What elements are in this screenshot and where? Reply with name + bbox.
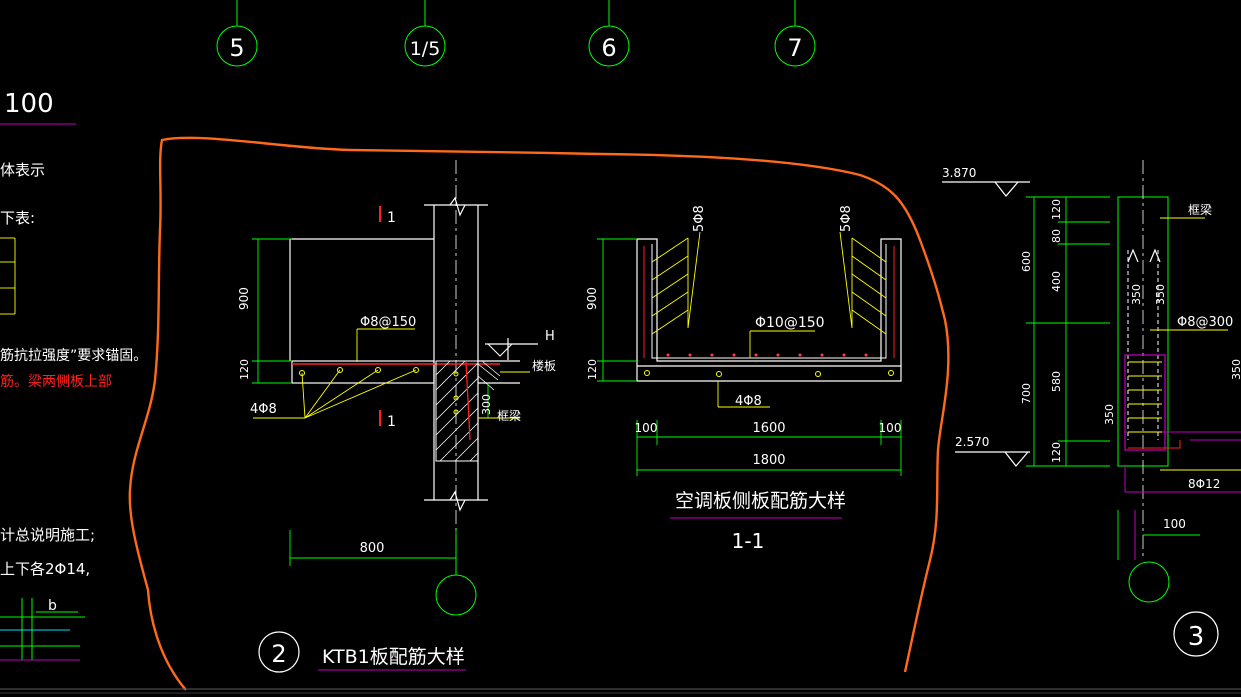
right-label-beam: 框梁 [1188,202,1212,217]
ktb1-dim-800: 800 [360,541,385,556]
axis-bubble-6 [588,25,630,67]
right-rebar-2: 8Φ12 [1188,477,1220,491]
section-mark-bottom: 1 [387,414,396,430]
side-dim-900: 900 [585,287,599,310]
right-title-num: 3 [1188,622,1205,652]
right-section-detail: 3.870 2.570 600 120 80 400 700 580 120 3… [942,160,1241,657]
side-rebar-mid: Φ10@150 [755,315,825,331]
ktb1-label-beam: 框梁 [497,408,521,423]
note-line-5: 计总说明施工; [0,526,95,544]
side-rebar-bottom: 4Φ8 [735,394,762,409]
left-notes-panel: 100 体表示 下表: 筋抗拉强度”要求锚固。 筋。梁两侧板上部 计总说明施工;… [0,89,147,661]
right-rebar-1: Φ8@300 [1177,315,1233,330]
ktb1-label-slab: 楼板 [532,358,556,373]
right-dim-600: 600 [1020,251,1033,272]
right-dim-120b: 120 [1050,442,1063,463]
axis-label-5: 5 [229,34,244,62]
ktb1-title: KTB1板配筋大样 [322,646,465,668]
axis-bubble-7 [774,25,816,67]
side-rebar-left: 5Φ8 [692,205,707,232]
beam-hatch [435,360,501,462]
axis-label-1-5: 1/5 [410,38,441,60]
right-dim-100: 100 [1163,517,1186,531]
side-subtitle: 1-1 [732,529,765,553]
right-dim-80: 80 [1050,229,1063,243]
right-title-circle [1173,611,1219,657]
elev-bottom: 2.570 [955,435,989,449]
ktb1-dim-900: 900 [237,287,251,310]
side-dim-100b: 100 [879,421,902,435]
revision-cloud [128,136,950,691]
ktb1-dim-120: 120 [238,359,251,380]
side-dim-120: 120 [586,359,599,380]
side-dim-1800: 1800 [752,453,785,468]
axis-bubble-5 [216,25,258,67]
right-dim-350b: 350 [1154,284,1167,305]
ktb1-rebar-top: Φ8@150 [360,315,416,330]
axis-bubble-1-5 [404,25,446,67]
note-line-1: 体表示 [0,161,45,179]
right-dim-580: 580 [1050,371,1063,392]
side-plate-detail: 5Φ8 5Φ8 Φ10@150 4Φ8 900 120 [585,205,902,553]
side-title: 空调板侧板配筋大样 [675,490,846,512]
scale-text: 100 [4,89,54,119]
right-dim-120a: 120 [1050,199,1063,220]
ktb1-dim-300: 300 [480,394,493,415]
elev-top: 3.870 [942,166,976,180]
right-dim-350d: 350 [1230,359,1241,380]
ktb1-detail: 4Φ8 Φ8@150 1 1 900 120 H 楼板 300 框梁 800 [237,160,556,673]
right-dim-400: 400 [1050,271,1063,292]
side-dim-100a: 100 [635,421,658,435]
right-dim-350c: 350 [1103,404,1116,425]
axis-label-7: 7 [787,34,802,62]
grid-axes: 5 1/5 6 7 [216,0,816,67]
ktb1-rebar-bottom: 4Φ8 [250,402,277,417]
right-dim-700: 700 [1020,383,1033,404]
ktb1-axis-bubble [435,574,477,616]
side-dim-1600: 1600 [752,421,785,436]
b-label: b [48,598,57,614]
section-mark-top: 1 [387,210,396,226]
note-line-2: 下表: [0,209,35,227]
right-dim-350a: 350 [1130,284,1143,305]
right-axis-bubble [1128,561,1170,603]
note-line-4: 筋。梁两侧板上部 [0,373,112,390]
side-rebar-right: 5Φ8 [839,205,854,232]
axis-label-6: 6 [601,34,616,62]
ktb1-label-h: H [545,329,555,344]
note-line-6: 上下各2Φ14, [0,560,90,578]
ktb1-title-circle [258,631,300,673]
ktb1-title-num: 2 [271,640,286,668]
note-line-3: 筋抗拉强度”要求锚固。 [0,347,147,364]
